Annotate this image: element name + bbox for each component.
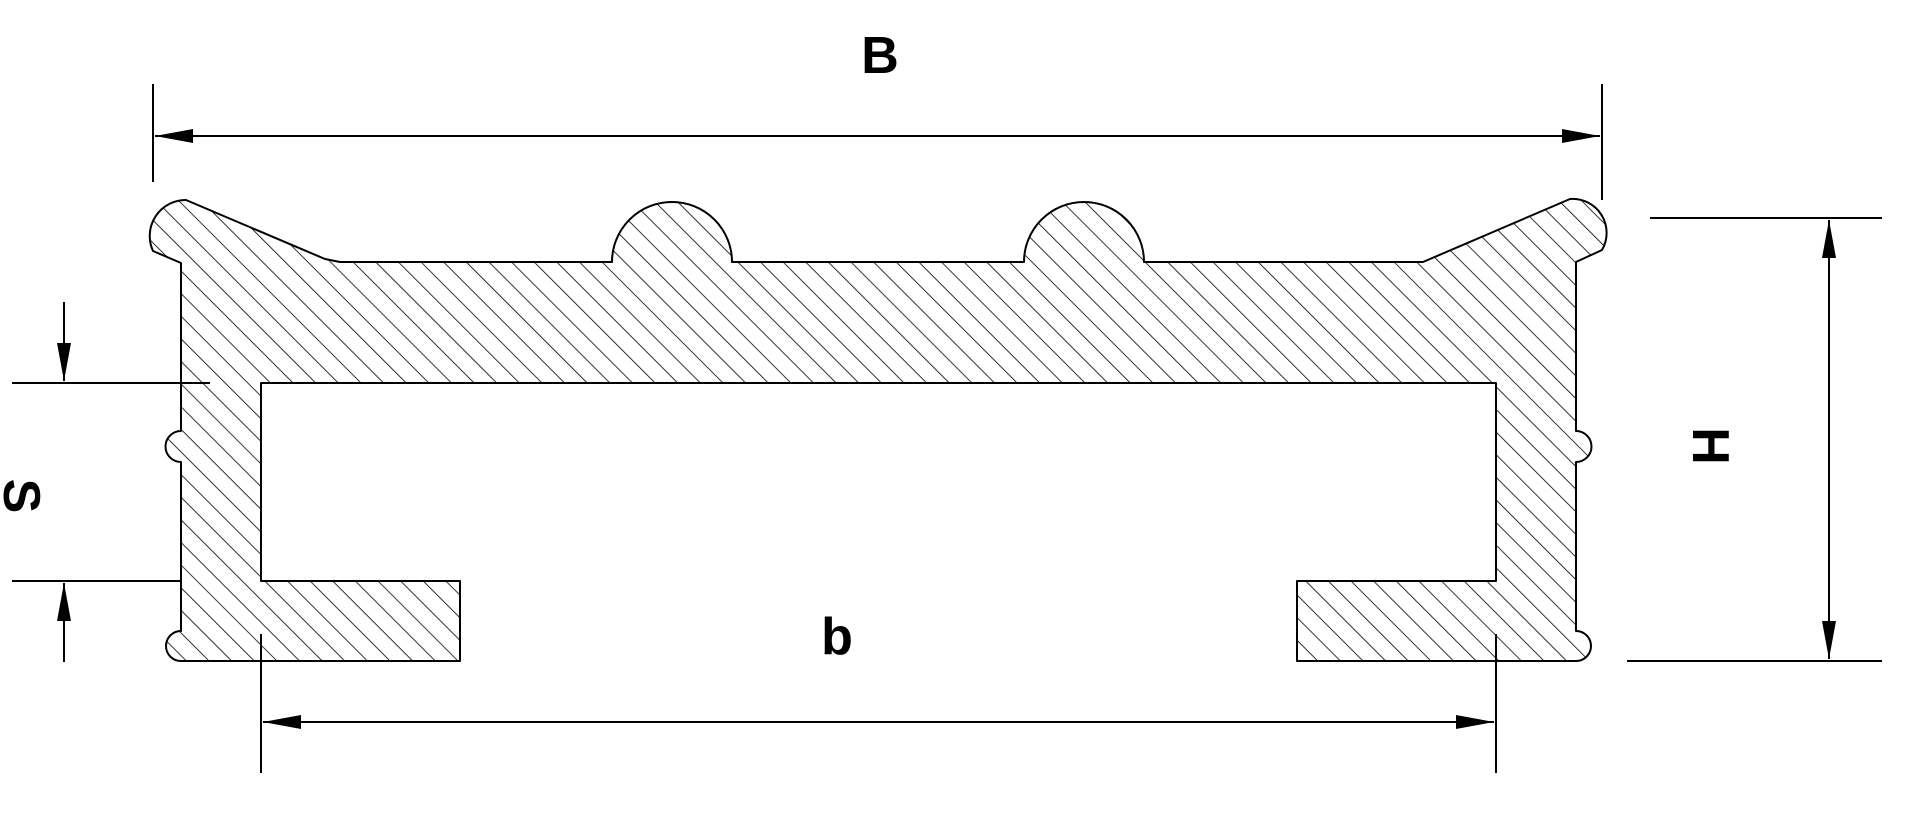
profile-outline — [148, 197, 1608, 662]
dimension-H-arrow-top — [1822, 220, 1836, 258]
dimension-B-arrow-right — [1562, 129, 1600, 143]
dimension-B: B — [152, 27, 1603, 200]
dimension-S-arrow-top — [57, 343, 71, 381]
profile-section — [148, 197, 1608, 662]
dimension-b-arrow-right — [1456, 715, 1494, 729]
dimension-S-label: S — [0, 479, 50, 514]
dimension-S: S — [0, 302, 210, 662]
dimension-b-arrow-left — [263, 715, 301, 729]
dimension-B-label: B — [861, 27, 899, 85]
dimension-H-arrow-bottom — [1822, 621, 1836, 659]
dimension-b-label: b — [821, 608, 853, 666]
dimension-b: b — [260, 608, 1497, 773]
dimension-S-arrow-bottom — [57, 583, 71, 621]
dimension-B-arrow-left — [155, 129, 193, 143]
dimension-H: H — [1627, 217, 1882, 662]
dimension-H-label: H — [1681, 427, 1739, 465]
